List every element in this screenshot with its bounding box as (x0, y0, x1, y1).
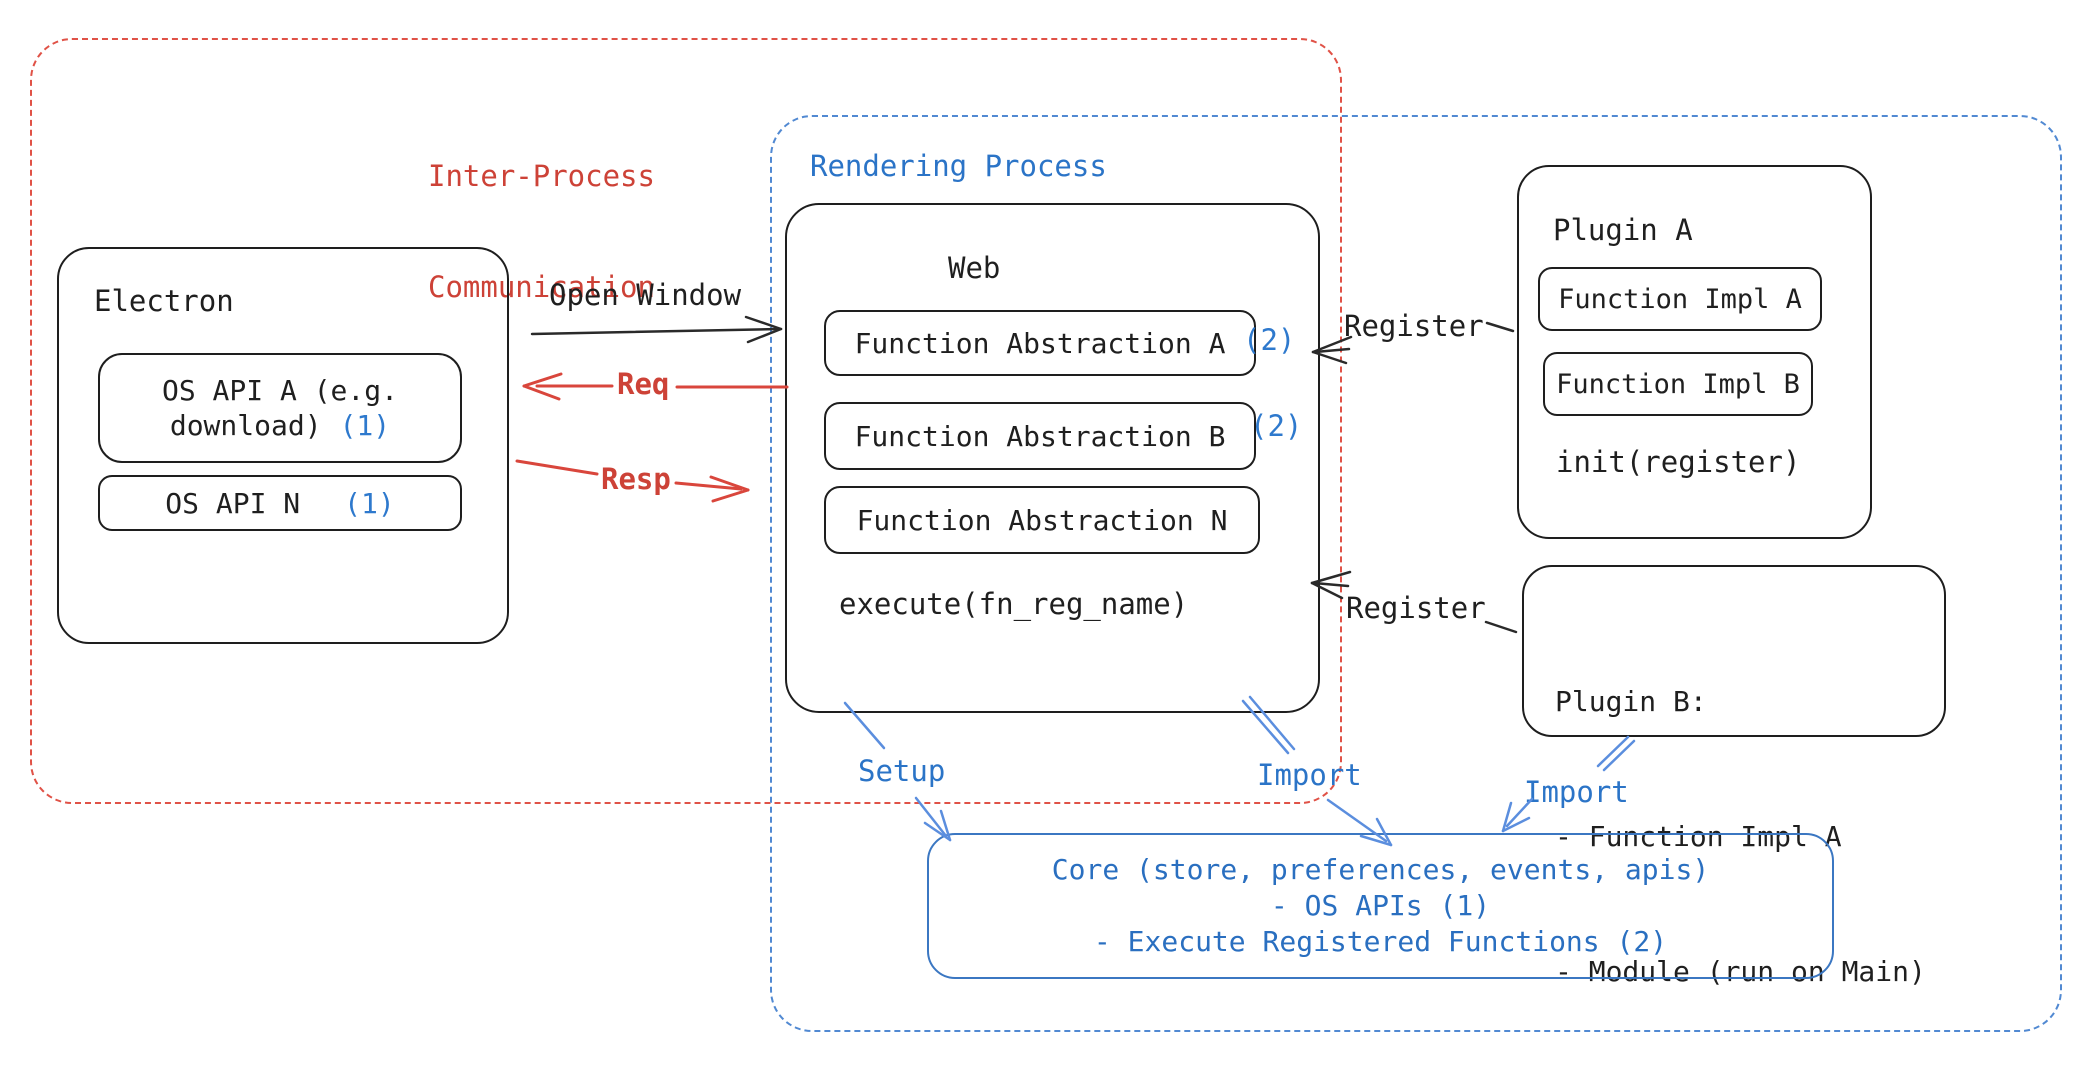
electron-title: Electron (94, 284, 234, 318)
core-node: Core (store, preferences, events, apis) … (927, 833, 1834, 979)
function-abstraction-a-node: Function Abstraction A (824, 310, 1256, 376)
function-abstraction-b-ref: (2) (1250, 409, 1303, 443)
import-plugin-b-edge-label: Import (1524, 775, 1629, 809)
function-abstraction-a-label: Function Abstraction A (854, 326, 1226, 360)
function-abstraction-b-node: Function Abstraction B (824, 402, 1256, 470)
function-abstraction-b-label: Function Abstraction B (854, 419, 1226, 453)
core-line3: - Execute Registered Functions (2) (1093, 925, 1668, 958)
open-window-edge-label: Open Window (549, 278, 742, 312)
ipc-label-line2: Communication (428, 270, 655, 304)
os-api-n-node: OS API N (1) (98, 475, 462, 531)
electron-node (57, 247, 509, 644)
import-web-edge-label: Import (1257, 758, 1362, 792)
rendering-process-label: Rendering Process (810, 149, 1107, 183)
os-api-a-ref: (1) (339, 409, 391, 442)
plugin-a-node (1517, 165, 1872, 539)
ipc-label-line1: Inter-Process (428, 159, 655, 193)
ipc-group-label: Inter-Process Communication (428, 84, 655, 380)
function-abstraction-n-node: Function Abstraction N (824, 486, 1260, 554)
os-api-a-node: OS API A (e.g. download) (1) (98, 353, 462, 463)
web-title: Web (948, 251, 1001, 285)
rendering-process-frame (770, 115, 2062, 1032)
function-impl-a-node: Function Impl A (1538, 267, 1822, 331)
plugin-b-text: Plugin B: - Function Impl A - Module (ru… (1555, 589, 1926, 1066)
core-line2: - OS APIs (1) (1270, 889, 1491, 922)
core-line1: Core (store, preferences, events, apis) (1051, 853, 1710, 886)
plugin-b-line1: Plugin B: (1555, 685, 1707, 718)
register-top-edge-label: Register (1344, 309, 1484, 343)
os-api-n-label: OS API N (165, 486, 301, 520)
function-impl-b-label: Function Impl B (1556, 368, 1800, 400)
os-api-a-line1: OS API A (e.g. (161, 374, 398, 407)
os-api-a-line2: download) (169, 409, 322, 442)
os-api-n-ref: (1) (344, 486, 395, 520)
register-bottom-edge-label: Register (1346, 591, 1486, 625)
plugin-b-node (1522, 565, 1946, 737)
function-abstraction-a-ref: (2) (1243, 323, 1296, 357)
setup-edge-label: Setup (858, 754, 946, 788)
execute-label: execute(fn_reg_name) (839, 587, 1189, 621)
plugin-a-init-label: init(register) (1556, 445, 1801, 479)
function-abstraction-n-label: Function Abstraction N (856, 503, 1228, 537)
req-edge-label: Req (617, 367, 670, 401)
web-node (785, 203, 1320, 713)
plugin-b-line3: - Module (run on Main) (1555, 955, 1926, 988)
function-impl-b-node: Function Impl B (1543, 352, 1813, 416)
ipc-group-frame (30, 38, 1342, 804)
function-impl-a-label: Function Impl A (1558, 283, 1802, 315)
plugin-a-title: Plugin A (1553, 213, 1693, 247)
resp-edge-label: Resp (601, 462, 671, 496)
